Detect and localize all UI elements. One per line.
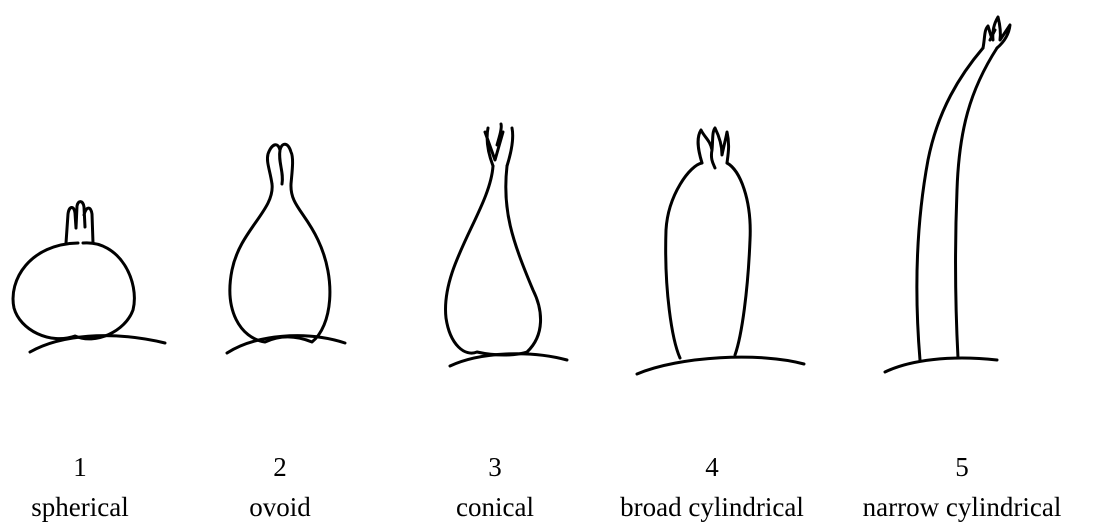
ovoid-shape <box>227 144 345 353</box>
bulb-body-4 <box>666 163 751 358</box>
bulb-body-1 <box>13 243 134 339</box>
sprout-3 <box>485 124 513 166</box>
sprout-5 <box>983 17 1010 48</box>
sprout-1 <box>66 202 93 243</box>
shape-label-narrow-cylindrical: narrow cylindrical <box>852 492 1072 522</box>
spherical-shape <box>13 202 165 352</box>
conical-shape <box>446 124 567 366</box>
bulb-body-2 <box>230 184 330 342</box>
ground-4 <box>637 357 804 374</box>
broad-cylindrical-shape <box>637 128 804 374</box>
shape-number-4: 4 <box>602 452 822 482</box>
shape-number-1: 1 <box>0 452 190 482</box>
shape-number-3: 3 <box>385 452 605 482</box>
narrow-cylindrical-shape <box>885 17 1010 372</box>
shape-label-ovoid: ovoid <box>170 492 390 522</box>
shape-label-broad-cylindrical: broad cylindrical <box>602 492 822 522</box>
shape-label-conical: conical <box>385 492 605 522</box>
bulb-body-3 <box>446 166 541 355</box>
shape-label-spherical: spherical <box>0 492 190 522</box>
bulb-body-5 <box>917 48 997 360</box>
ground-5 <box>885 358 997 372</box>
sprout-2 <box>267 144 292 184</box>
shape-number-2: 2 <box>170 452 390 482</box>
shape-number-5: 5 <box>852 452 1072 482</box>
sprout-4 <box>698 128 729 168</box>
